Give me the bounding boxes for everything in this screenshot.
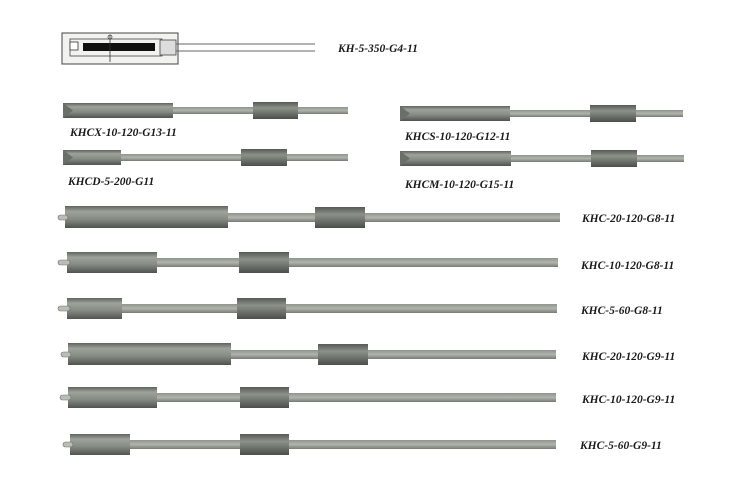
gauge-probe-wire [59,394,72,401]
gauge-body [70,434,130,455]
gauge-body [63,150,121,165]
gauge-lead-tube [118,154,348,161]
gauge-tip [63,150,73,165]
gauge-lead-tube [120,304,557,313]
gauge-sleeve [239,252,289,273]
gauge-sleeve [591,150,637,167]
khc-20-120-g9-gauge: KHC-20-120-G9-11 [60,343,675,365]
gauge-tip [400,106,410,121]
gauge-body [400,151,511,166]
gauge-label: KH-5-350-G4-11 [337,43,418,55]
gauge-body [68,343,231,365]
khc-10-120-g8-gauge: KHC-10-120-G8-11 [57,252,674,273]
gauge-probe-wire [57,214,69,221]
gauge-tip [63,103,73,118]
gauge-probe-wire [60,351,72,358]
khcs-gauge: KHCS-10-120-G12-11 [400,105,683,143]
khc-5-60-g9-gauge: KHC-5-60-G9-11 [62,434,662,455]
kh-foil-gauge: KH-5-350-G4-11 [61,32,418,65]
gauge-label: KHCD-5-200-G11 [67,176,154,188]
gauge-label: KHC-5-60-G8-11 [580,305,663,317]
gauge-label: KHC-10-120-G9-11 [581,394,675,406]
gauge-label: KHCX-10-120-G13-11 [69,127,177,139]
gauge-body [400,106,510,121]
khc-5-60-g8-gauge: KHC-5-60-G8-11 [57,298,663,319]
gauge-label: KHCM-10-120-G15-11 [404,179,514,191]
khc-20-120-g8-gauge: KHC-20-120-G8-11 [57,206,675,228]
gauge-sleeve [241,149,287,166]
gauge-lead-tube [228,350,556,359]
gauge-sleeve [240,387,289,408]
gauge-sleeve [253,102,298,119]
gauge-probe-wire [62,441,74,448]
gauge-sleeve [318,344,368,365]
khcx-gauge: KHCX-10-120-G13-11 [63,102,348,139]
gauge-label: KHCS-10-120-G12-11 [404,131,510,143]
gauge-probe-wire [57,305,71,312]
gauge-lead-tube [155,393,556,402]
kh-grid [83,43,155,51]
gauge-body [65,206,228,228]
kh-terminal [159,39,177,56]
kh-solder-tab [69,41,79,51]
gauge-label: KHC-20-120-G8-11 [581,213,675,225]
gauge-label: KHC-20-120-G9-11 [581,351,675,363]
gauge-lead-tube [128,440,556,449]
gauge-body [67,252,157,273]
gauge-body [67,298,122,319]
gauge-label: KHC-10-120-G8-11 [580,260,674,272]
gauge-sleeve [315,207,365,228]
gauge-label: KHC-5-60-G9-11 [579,440,662,452]
gauge-lead-tube [225,213,560,222]
gauge-sleeve [237,298,286,319]
gauge-probe-wire [57,259,71,266]
gauge-tip [400,151,410,166]
gauge-body [63,103,173,118]
gauge-lead-tube [155,258,558,267]
gauge-body [68,387,157,408]
kh-center-dot [107,34,113,40]
khcd-gauge: KHCD-5-200-G11 [63,149,348,188]
khc-10-120-g9-gauge: KHC-10-120-G9-11 [59,387,675,408]
gauge-sleeve [240,434,289,455]
khcm-gauge: KHCM-10-120-G15-11 [400,150,684,191]
gauge-sleeve [590,105,636,122]
